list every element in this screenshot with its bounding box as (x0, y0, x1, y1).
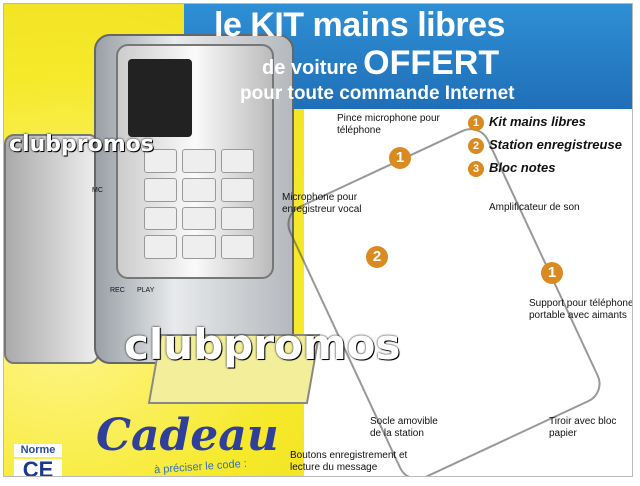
watermark-small: clubpromos (9, 132, 154, 157)
callout-pince: Pince microphone pour téléphone (337, 113, 440, 136)
marker-1b: 1 (541, 262, 563, 284)
headline-line2: de voiture OFFERT (262, 44, 500, 82)
ce-mark: CE (14, 459, 62, 476)
phone-screen (128, 59, 192, 137)
callout-ampli: Amplificateur de son (489, 202, 580, 213)
cadeau-title: Cadeau (96, 410, 279, 461)
norme-label: Norme (14, 444, 62, 457)
play-label: PLAY (137, 287, 155, 294)
marker-1: 1 (389, 147, 411, 169)
phone-keypad (144, 149, 254, 259)
mc-label: MC (92, 187, 103, 194)
promo-ad: le KIT mains libres de voiture OFFERT po… (3, 3, 633, 477)
recorder-station (4, 134, 99, 364)
callout-support: Support pour téléphone portable avec aim… (529, 298, 633, 321)
rec-label: REC (110, 287, 125, 294)
headline-line3: pour toute commande Internet (240, 83, 515, 104)
callout-tiroir: Tiroir avec bloc papier (549, 416, 617, 439)
callout-boutons: Boutons enregistrement et lecture du mes… (290, 450, 408, 473)
marker-2: 2 (366, 246, 388, 268)
callout-socle: Socle amovible de la station (370, 416, 438, 439)
watermark-large: clubpromos (124, 320, 401, 369)
callout-micro: Microphone pour enregistreur vocal (282, 192, 362, 215)
headline-line1: le KIT mains libres (214, 6, 505, 44)
